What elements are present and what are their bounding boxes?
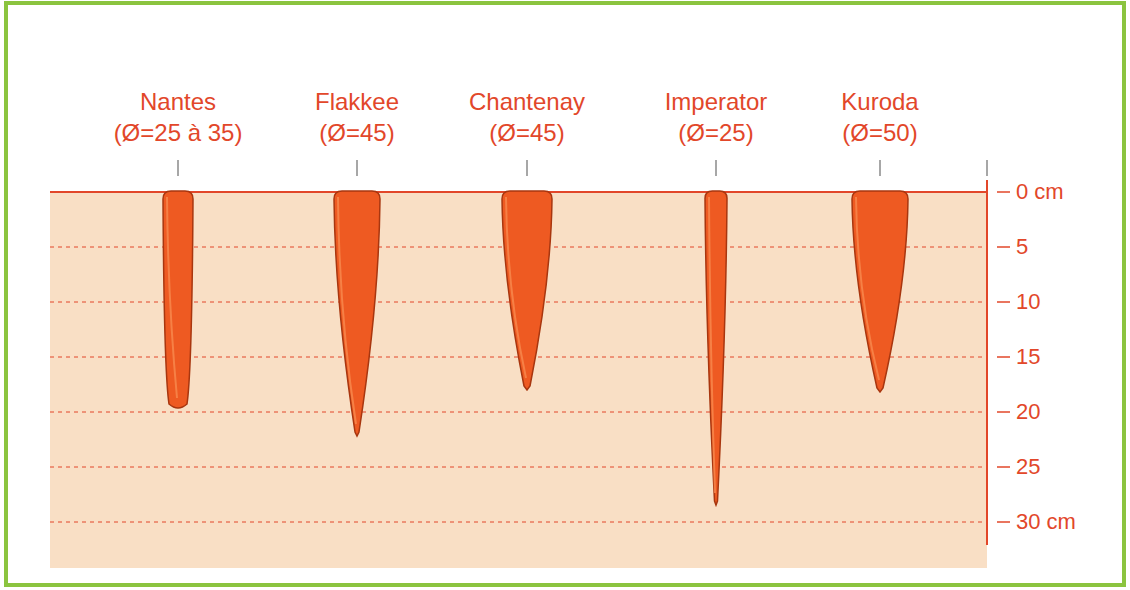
diameter-label: (Ø=50) [842, 119, 917, 147]
variety-name: Nantes [140, 88, 216, 116]
depth-label: 5 [1016, 235, 1028, 259]
column-tick [879, 160, 881, 176]
scale-tick [997, 411, 1010, 413]
variety-name: Kuroda [841, 88, 918, 116]
scale-tick [997, 521, 1010, 523]
depth-gridline [50, 412, 985, 413]
column-tick [177, 160, 179, 176]
depth-label: 30 cm [1016, 510, 1076, 534]
variety-name: Imperator [665, 88, 768, 116]
carrot-highlight [338, 197, 356, 424]
scale-tick [997, 246, 1010, 248]
depth-label: 15 [1016, 345, 1040, 369]
carrot-highlight [506, 197, 526, 378]
depth-label: 10 [1016, 290, 1040, 314]
carrot-highlight [709, 197, 715, 493]
diameter-label: (Ø=25) [678, 119, 753, 147]
depth-label: 0 cm [1016, 180, 1064, 204]
variety-name: Chantenay [469, 88, 585, 116]
column-tick [715, 160, 717, 176]
scale-tick [997, 301, 1010, 303]
carrot-root [705, 191, 727, 505]
scale-tick [997, 466, 1010, 468]
carrot-root [163, 191, 193, 408]
variety-name: Flakkee [315, 88, 399, 116]
carrot-highlight [167, 197, 177, 398]
depth-label: 20 [1016, 400, 1040, 424]
carrot-highlight [856, 197, 879, 380]
carrot-root [334, 191, 380, 436]
scale-tick [997, 356, 1010, 358]
column-tick [986, 160, 988, 176]
scale-tick [997, 191, 1010, 193]
carrot-root [502, 191, 552, 390]
carrot-root [852, 191, 908, 392]
column-tick [526, 160, 528, 176]
depth-gridline [50, 522, 985, 523]
diameter-label: (Ø=45) [489, 119, 564, 147]
diameter-label: (Ø=25 à 35) [114, 119, 243, 147]
diameter-label: (Ø=45) [319, 119, 394, 147]
depth-gridline [50, 467, 985, 468]
column-tick [356, 160, 358, 176]
depth-label: 25 [1016, 455, 1040, 479]
